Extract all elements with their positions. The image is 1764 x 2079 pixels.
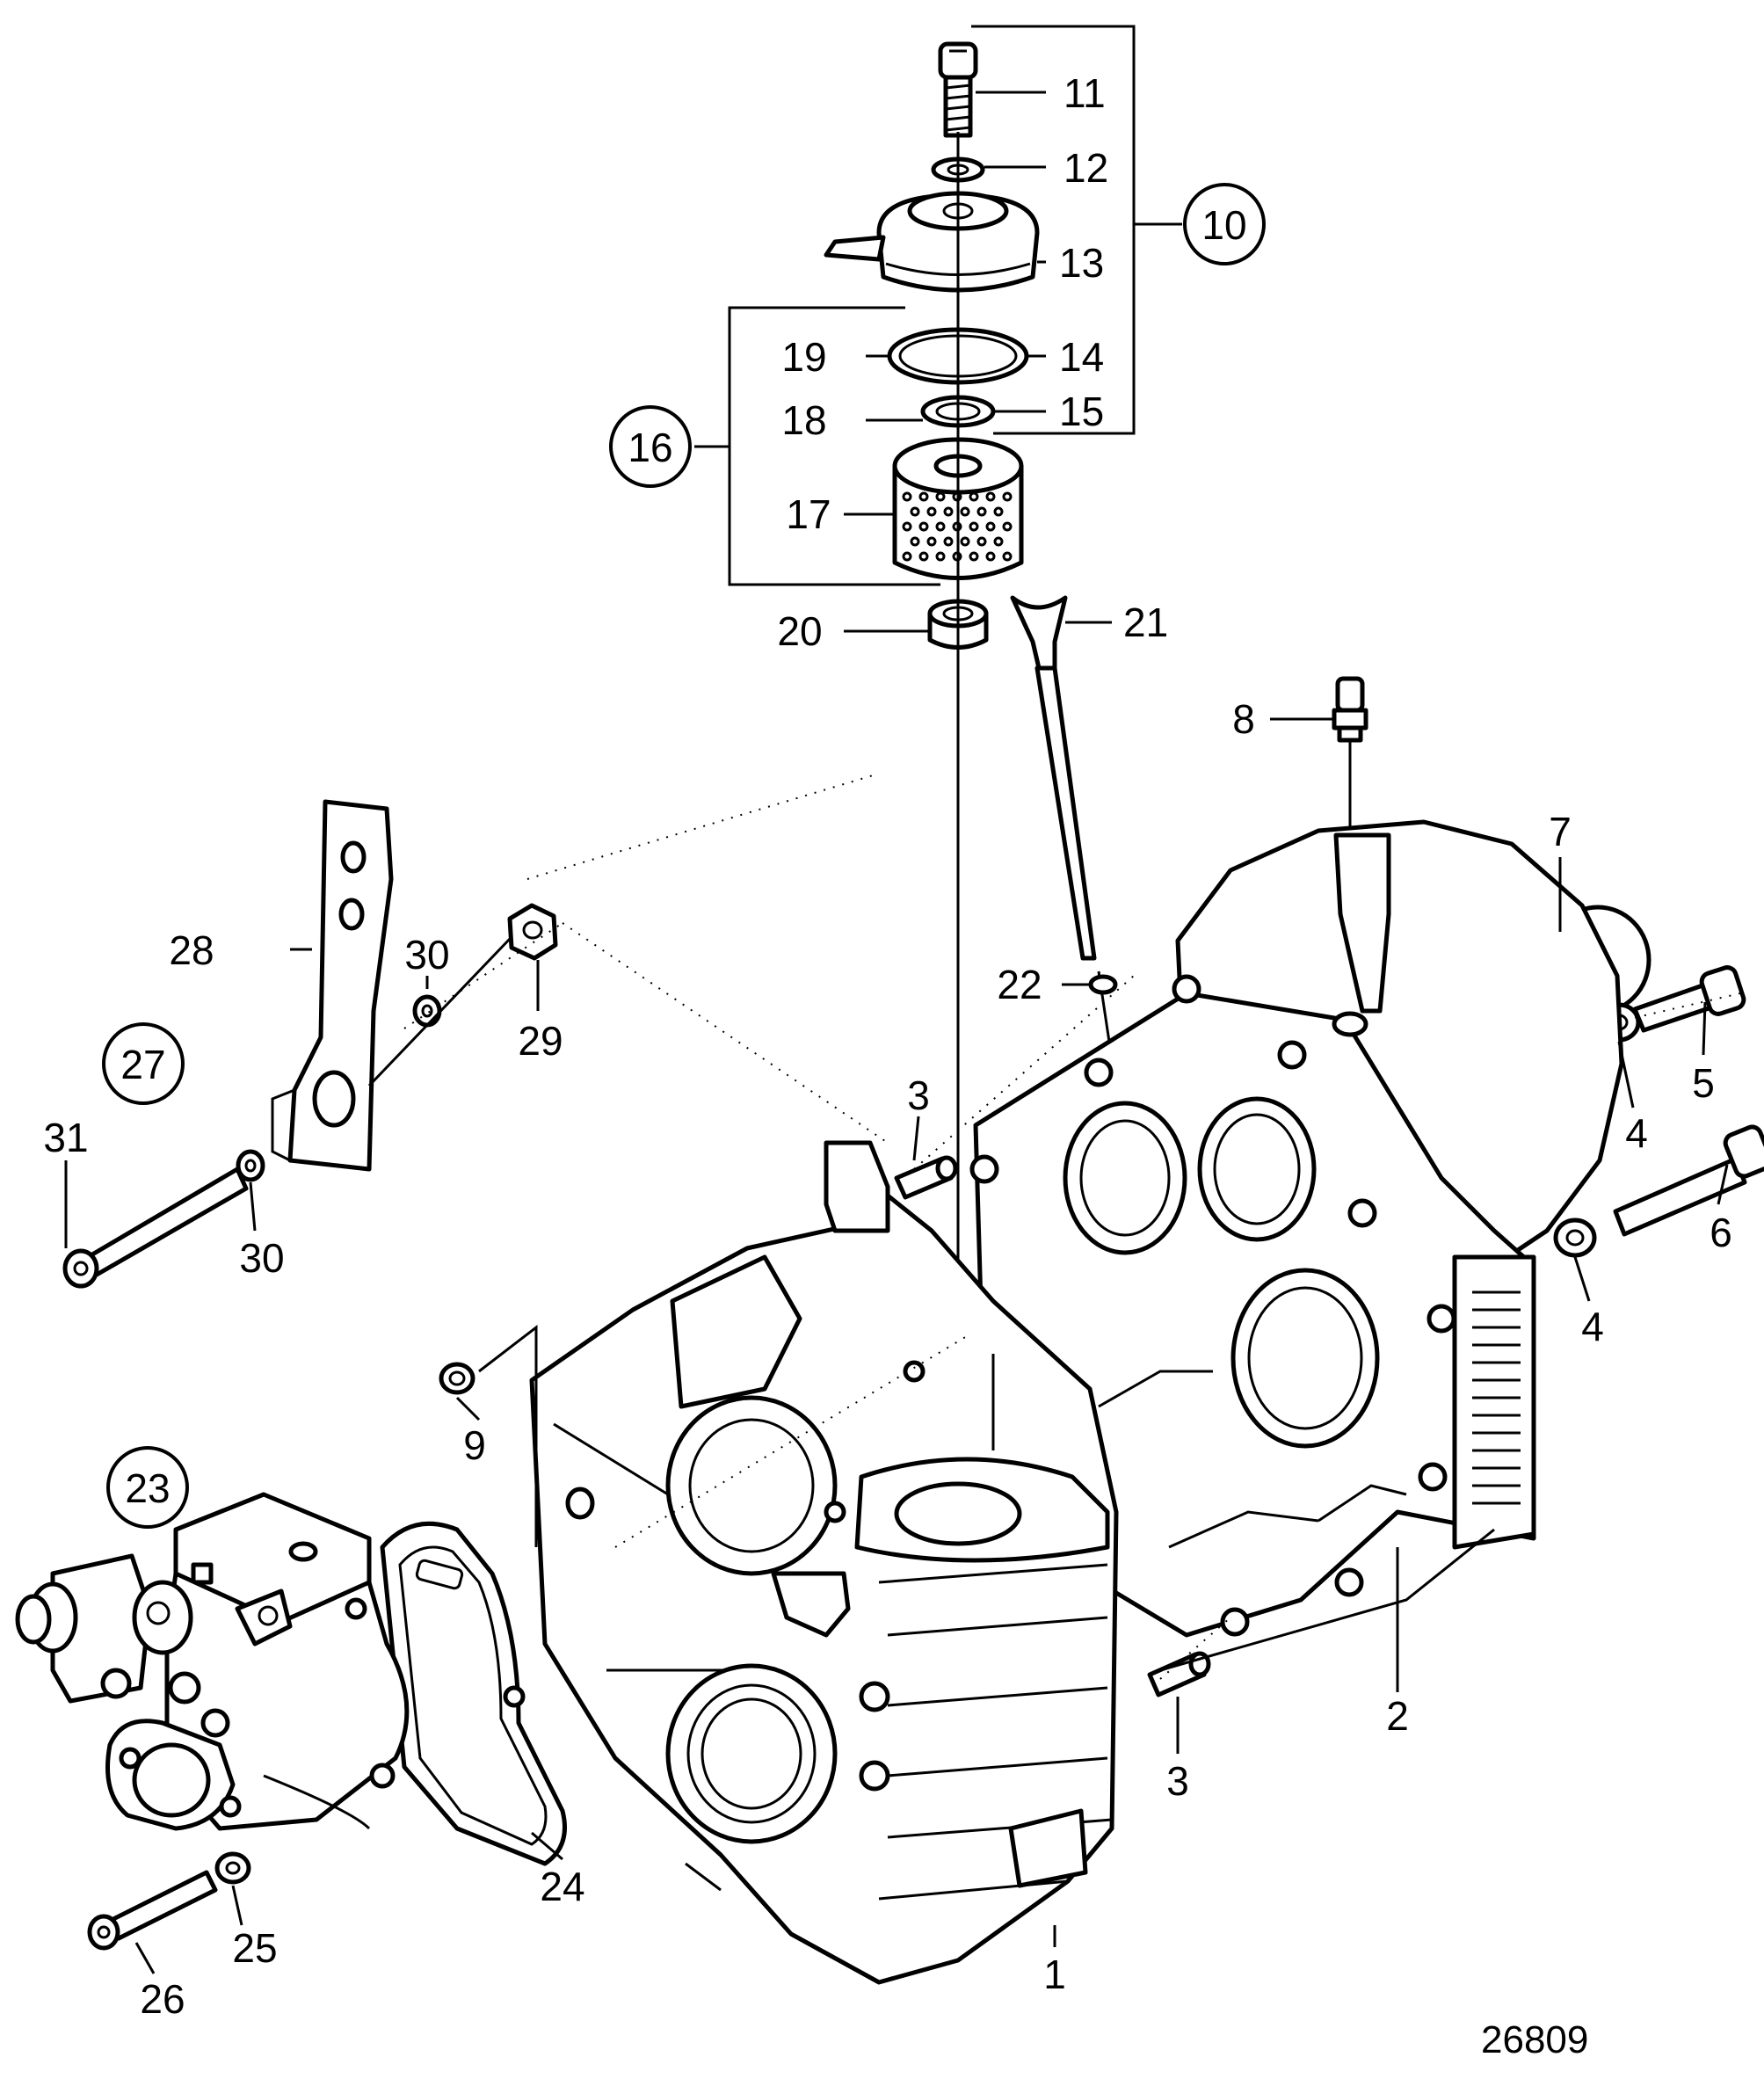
- figure-number: 26809: [1481, 2018, 1588, 2061]
- leader-lines: [64, 91, 1729, 1974]
- bolt-26: [87, 1870, 218, 1951]
- label-29: 29: [518, 1018, 563, 1064]
- label-11: 11: [1063, 70, 1106, 116]
- label-24: 24: [540, 1864, 584, 1909]
- assembly-label-27: 27: [120, 1042, 165, 1087]
- front-housing-1: [529, 1140, 1119, 1985]
- label-7: 7: [1549, 809, 1572, 854]
- label-19: 19: [781, 334, 826, 380]
- label-30b: 30: [239, 1235, 284, 1281]
- o-ring-22: [1088, 974, 1118, 995]
- filter-cover-13: [824, 191, 1040, 293]
- bracket-assembly-10: [971, 25, 1182, 435]
- dipstick-21: [1010, 595, 1114, 1060]
- assembly-label-10: 10: [1201, 202, 1246, 248]
- label-2: 2: [1386, 1693, 1409, 1739]
- assembly-label-23: 23: [125, 1465, 170, 1511]
- oil-pump-assembly-23: [15, 1492, 526, 1831]
- washer-30-lower: [236, 1149, 265, 1182]
- label-3a: 3: [907, 1072, 930, 1118]
- label-9: 9: [463, 1422, 486, 1468]
- assembly-label-16: 16: [628, 425, 672, 470]
- label-8: 8: [1232, 696, 1255, 742]
- label-28: 28: [169, 927, 214, 973]
- label-22: 22: [997, 962, 1042, 1007]
- assembly-circle-10: 10: [1183, 183, 1266, 265]
- label-14: 14: [1059, 334, 1104, 380]
- bolt-5: [1632, 965, 1746, 1033]
- label-4b: 4: [1581, 1304, 1604, 1349]
- dowel-pin-3-upper: [894, 1155, 958, 1200]
- bolt-31: [62, 1167, 249, 1289]
- filter-element-17: [892, 437, 1024, 580]
- washer-4-lower: [1553, 1218, 1597, 1258]
- label-20: 20: [777, 608, 822, 654]
- label-13: 13: [1059, 240, 1104, 286]
- label-26: 26: [140, 1976, 185, 2022]
- label-30a: 30: [404, 932, 449, 978]
- rear-housing-2: [969, 819, 1624, 1672]
- label-12: 12: [1063, 145, 1108, 191]
- dowel-pin-3-lower: [1147, 1651, 1211, 1697]
- label-3b: 3: [1166, 1758, 1189, 1804]
- bolt-11: [938, 41, 978, 138]
- label-5: 5: [1692, 1060, 1715, 1106]
- washer-30-upper: [412, 994, 442, 1028]
- label-18: 18: [781, 397, 826, 443]
- label-6: 6: [1710, 1210, 1732, 1255]
- assembly-circle-16: 16: [609, 405, 692, 488]
- label-31: 31: [43, 1115, 88, 1160]
- gasket-24: [380, 1521, 567, 1866]
- label-1: 1: [1043, 1952, 1066, 1997]
- bracket-28: [271, 799, 394, 1172]
- label-21: 21: [1123, 600, 1168, 645]
- bracket-assembly-16: [694, 306, 940, 586]
- assembly-guide-lines: [403, 773, 1741, 1680]
- assembly-circle-23: 23: [106, 1446, 189, 1529]
- label-4a: 4: [1625, 1110, 1648, 1156]
- assembly-circle-27: 27: [102, 1022, 185, 1105]
- label-25: 25: [232, 1925, 277, 1971]
- washer-25: [214, 1851, 251, 1885]
- label-17: 17: [786, 491, 831, 537]
- bolt-6: [1613, 1124, 1764, 1237]
- nut-29: [507, 903, 558, 961]
- plug-9: [439, 1324, 538, 1547]
- label-15: 15: [1059, 389, 1104, 434]
